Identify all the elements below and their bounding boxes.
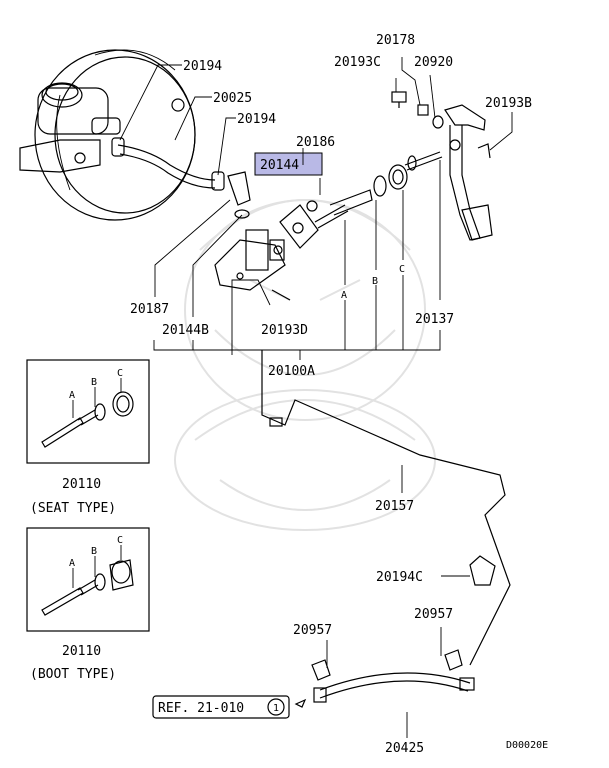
letter-c: C xyxy=(399,264,405,275)
seat-letter-c: C xyxy=(117,368,123,379)
part-labels: 20194 20025 20194 20178 20193C 20920 201… xyxy=(130,33,532,756)
boot-seal xyxy=(388,164,408,190)
label-20157: 20157 xyxy=(375,499,414,514)
label-20957-right: 20957 xyxy=(414,607,453,622)
push-rod xyxy=(404,151,443,171)
label-20186: 20186 xyxy=(296,135,335,150)
leader-lines xyxy=(119,57,513,738)
label-20425: 20425 xyxy=(385,741,424,756)
clevis-pin xyxy=(432,115,444,129)
label-20144: 20144 xyxy=(260,158,299,173)
reference-text: REF. 21-010 xyxy=(158,701,244,716)
letter-a: A xyxy=(341,290,347,301)
label-20025: 20025 xyxy=(213,91,252,106)
seat-letter-a: A xyxy=(69,390,75,401)
label-20100a: 20100A xyxy=(268,364,315,379)
nut xyxy=(417,104,429,116)
label-20187: 20187 xyxy=(130,302,169,317)
clutch-hose xyxy=(294,672,475,708)
label-20194-mid: 20194 xyxy=(237,112,276,127)
clutch-master-cylinder xyxy=(214,229,291,301)
label-20194-top: 20194 xyxy=(183,59,222,74)
letter-b: B xyxy=(372,276,378,287)
boot-letter-a: A xyxy=(69,558,75,569)
boot-letter-c: C xyxy=(117,535,123,546)
boot-part-number: 20110 xyxy=(62,644,101,659)
label-20920: 20920 xyxy=(414,55,453,70)
clutch-pipe xyxy=(261,350,511,666)
label-20193d: 20193D xyxy=(261,323,308,338)
master-cylinder xyxy=(19,82,121,173)
diagram-code: D00020E xyxy=(506,740,548,751)
inset-seat-type xyxy=(26,359,150,464)
snap-ring xyxy=(373,175,387,197)
reference-box xyxy=(152,695,290,719)
inset-boot-type xyxy=(26,527,150,632)
seat-letter-b: B xyxy=(91,377,97,388)
boot-caption: (BOOT TYPE) xyxy=(30,667,116,682)
boot-letter-b: B xyxy=(91,546,97,557)
reservoir-hose xyxy=(111,137,225,191)
bolt xyxy=(391,91,407,108)
highlight-box xyxy=(254,152,323,176)
reference-circle-number: 1 xyxy=(273,703,279,714)
label-20193c: 20193C xyxy=(334,55,381,70)
label-20178: 20178 xyxy=(376,33,415,48)
gasket xyxy=(279,204,319,249)
hose-clip-right xyxy=(444,649,463,671)
inset-labels: A B C 20110 (SEAT TYPE) A B C 20110 (BOO… xyxy=(30,368,123,682)
label-20957-left: 20957 xyxy=(293,623,332,638)
clutch-pedal xyxy=(444,104,493,241)
label-20144b: 20144B xyxy=(162,323,209,338)
hose-clip-left xyxy=(311,659,331,681)
seat-caption: (SEAT TYPE) xyxy=(30,501,116,516)
seat-part-number: 20110 xyxy=(62,477,101,492)
label-20137: 20137 xyxy=(415,312,454,327)
watermark xyxy=(174,199,436,531)
reservoir-tank xyxy=(227,171,251,219)
piston-rod xyxy=(306,189,373,229)
label-20194c: 20194C xyxy=(376,570,423,585)
pipe-clamp xyxy=(469,555,496,586)
label-20193b: 20193B xyxy=(485,96,532,111)
brake-booster xyxy=(34,49,196,221)
